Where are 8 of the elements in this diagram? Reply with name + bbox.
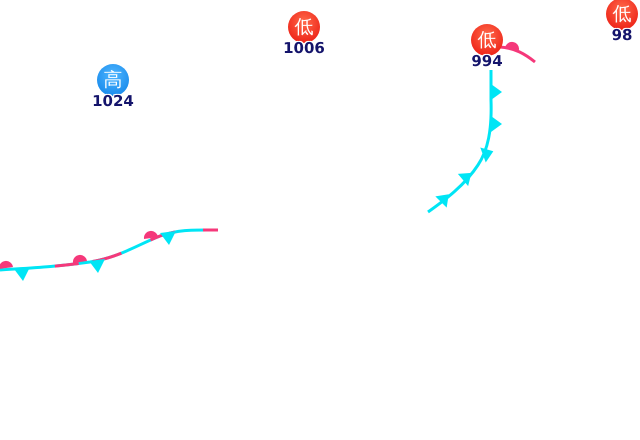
low-pressure-marker: 低 bbox=[606, 0, 638, 30]
pressure-value: 98 bbox=[612, 27, 632, 43]
pressure-value: 1006 bbox=[283, 40, 325, 56]
pressure-value: 1024 bbox=[92, 93, 134, 109]
high-pressure-marker: 高 bbox=[97, 64, 129, 96]
low-pressure-marker: 低 bbox=[471, 24, 503, 56]
pressure-value: 994 bbox=[471, 53, 503, 69]
low-pressure-marker: 低 bbox=[288, 11, 320, 43]
